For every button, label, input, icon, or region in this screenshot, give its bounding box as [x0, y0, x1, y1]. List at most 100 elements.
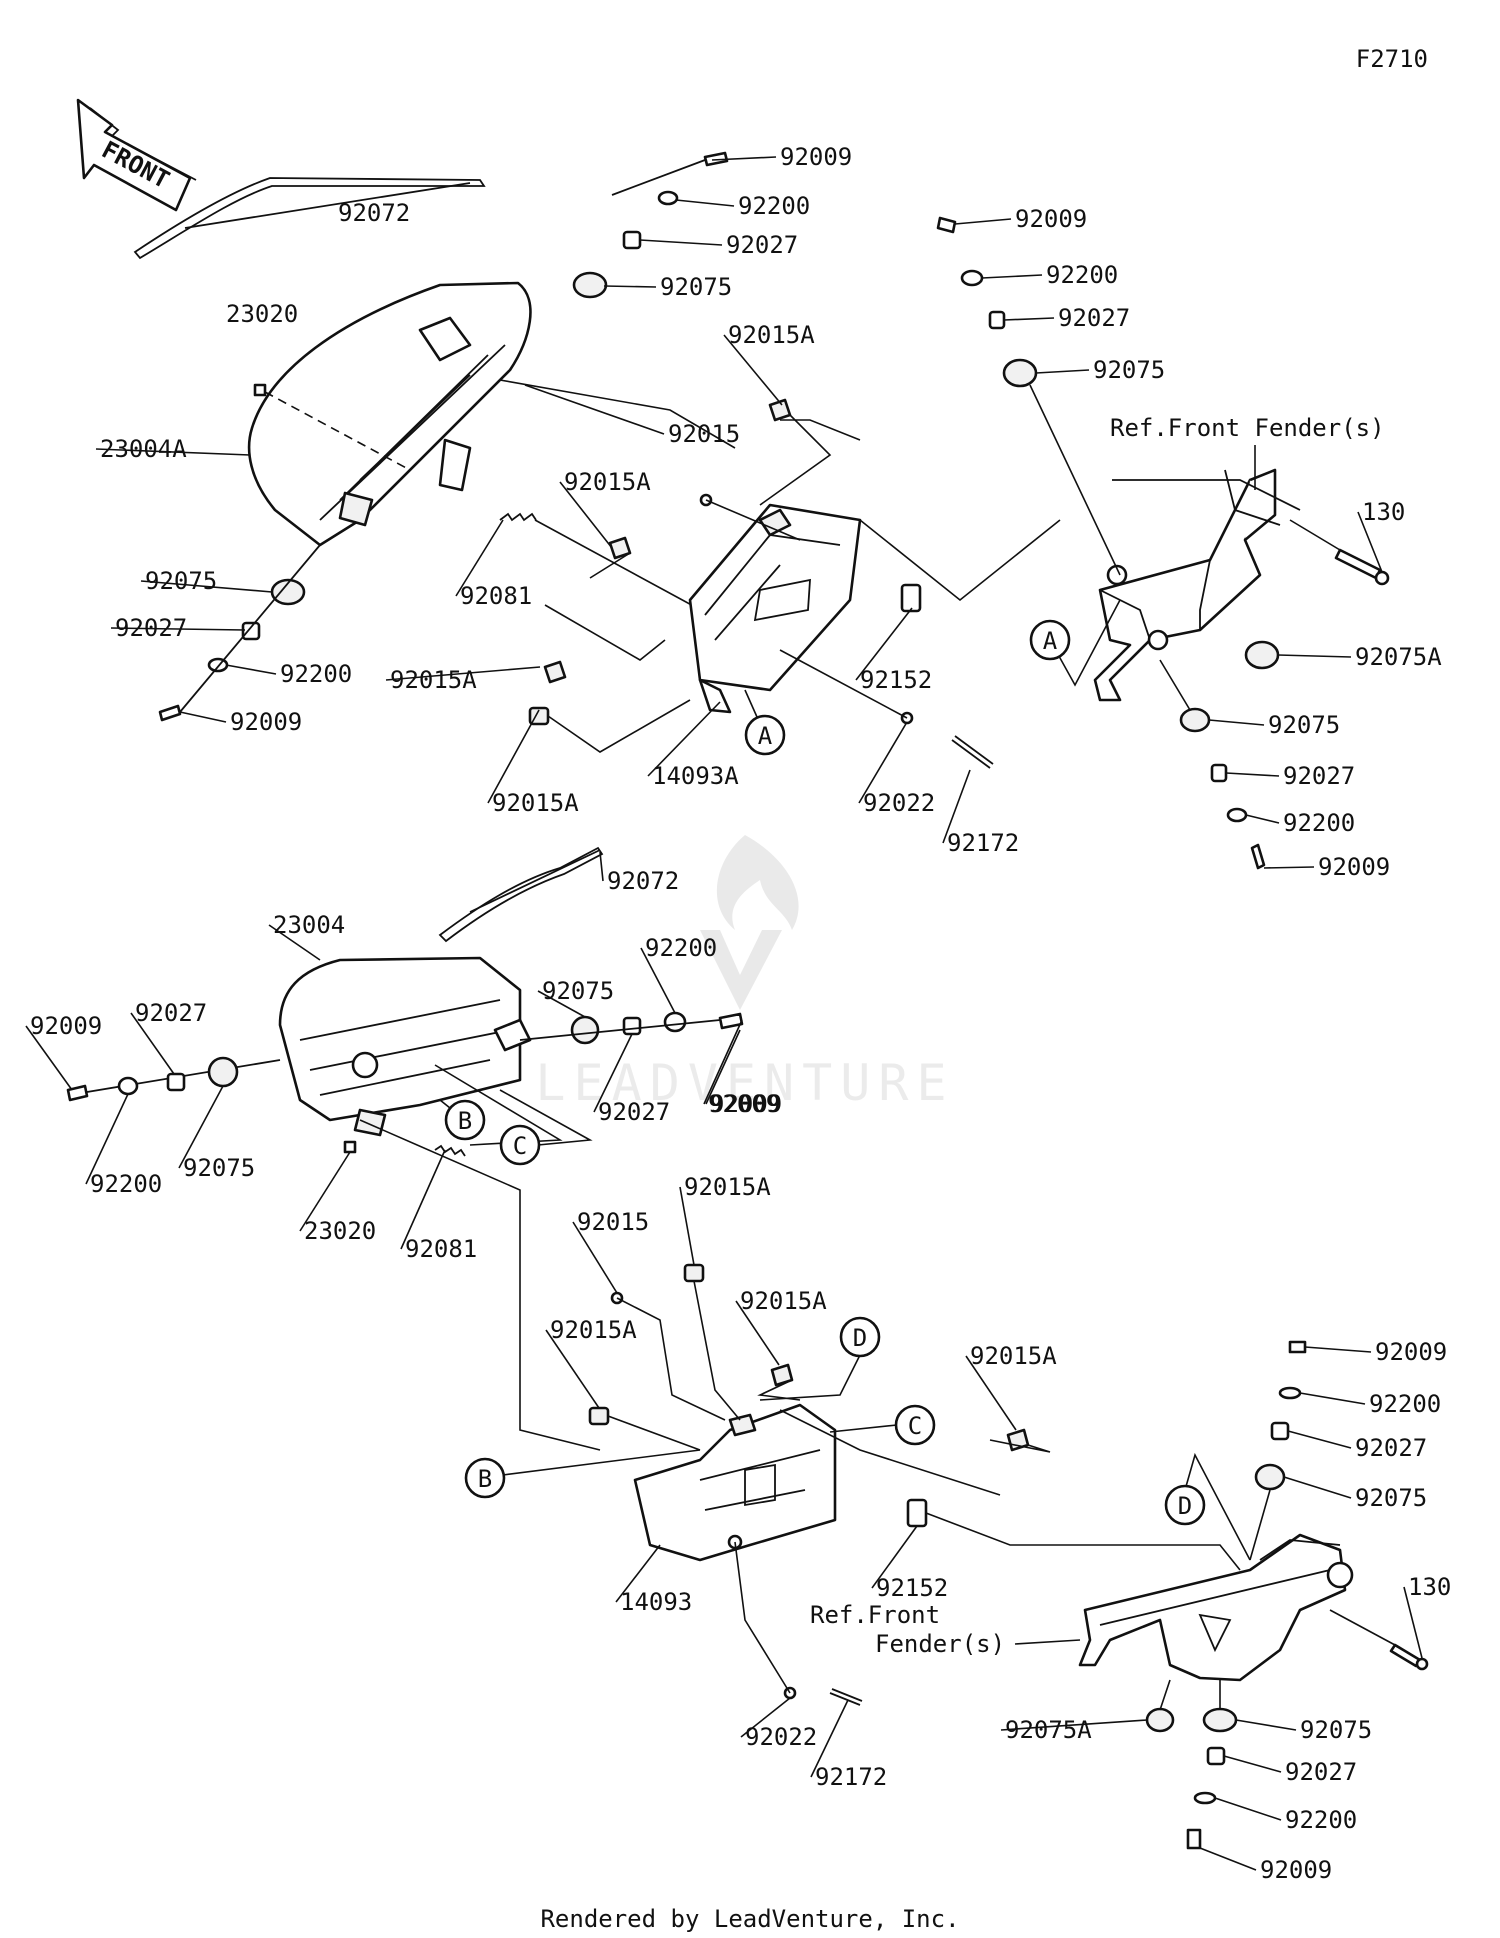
part-label-92009: 92009 — [711, 143, 852, 171]
washer-92200-a — [657, 190, 679, 206]
part-number-text: 92200 — [645, 934, 717, 962]
callout-d-2-label: D — [1178, 1492, 1192, 1520]
bolt-92009-b — [158, 704, 182, 722]
part-label-130: 130 — [1357, 498, 1405, 573]
bottom-assembly — [66, 846, 1241, 1706]
collar-92027-g — [1270, 1421, 1290, 1441]
part-label-leader — [1214, 1797, 1282, 1821]
part-number-text: 92200 — [1046, 261, 1118, 289]
bolt-92009-h — [1186, 1828, 1202, 1850]
part-number-text: 92027 — [598, 1098, 670, 1126]
part-label-92075: 92075 — [603, 273, 732, 301]
callout-b-1-label: B — [458, 1107, 472, 1135]
part-label-23004: 23004 — [268, 911, 345, 961]
part-label-92022: 92022 — [740, 1697, 817, 1751]
ref-front-fender-bottom-2: Fender(s) — [875, 1630, 1005, 1658]
callout-d-1: D — [759, 1316, 881, 1401]
part-label-leader — [400, 1149, 446, 1250]
collar-92152-bottom — [906, 1498, 928, 1528]
part-label-leader — [723, 334, 783, 406]
bolt-92009-a — [703, 151, 729, 167]
part-number-text: 23020 — [226, 300, 298, 328]
part-number-text: 92075A — [1355, 643, 1442, 671]
part-label-leader — [268, 924, 321, 961]
part-label-leader — [110, 627, 246, 631]
collar-92027-a — [622, 230, 642, 250]
part-label-leader — [1357, 511, 1383, 573]
part-label-92027: 92027 — [639, 231, 798, 259]
top-assembly — [133, 151, 1061, 769]
part-label-92075a: 92075A — [1277, 643, 1442, 671]
part-number-text: 92015A — [390, 666, 477, 694]
part-number-text: 92200 — [1369, 1390, 1441, 1418]
part-label-92072: 92072 — [599, 851, 679, 895]
part-number-text: 92015A — [684, 1173, 771, 1201]
grommet-92075-d — [1002, 358, 1038, 388]
part-label-leader — [1403, 1586, 1423, 1659]
part-label-92152: 92152 — [871, 1525, 948, 1602]
part-label-92072: 92072 — [338, 199, 410, 227]
part-label-92009: 92009 — [703, 1019, 780, 1118]
part-label-92015a: 92015A — [723, 321, 815, 406]
part-number-text: 92075 — [1300, 1716, 1372, 1744]
part-label-92015: 92015 — [524, 384, 740, 448]
part-label-leader — [385, 666, 541, 681]
part-number-text: 92015A — [728, 321, 815, 349]
part-label-92015a: 92015A — [679, 1173, 771, 1266]
part-number-text: 92081 — [405, 1235, 477, 1263]
part-number-text: 92022 — [745, 1723, 817, 1751]
part-label-92075: 92075 — [1283, 1476, 1427, 1512]
callout-c-1-label: C — [513, 1132, 527, 1160]
part-number-text: 92027 — [726, 231, 798, 259]
grommet-92075-e — [207, 1056, 239, 1088]
part-label-92200: 92200 — [1245, 809, 1355, 837]
part-label-92027: 92027 — [110, 614, 246, 642]
part-number-text: 92015A — [564, 468, 651, 496]
part-label-leader — [25, 1025, 73, 1091]
part-number-text: 92152 — [860, 666, 932, 694]
collar-92027-b — [241, 621, 261, 641]
cable-tie-bottom — [438, 846, 604, 943]
bolt-92009-c — [1250, 843, 1266, 870]
part-label-14093: 14093 — [615, 1544, 692, 1616]
clip-92015A-g — [588, 1406, 610, 1426]
part-label-92200: 92200 — [981, 261, 1118, 289]
part-label-leader — [299, 1151, 351, 1232]
part-label-leader — [179, 711, 227, 723]
part-label-leader — [85, 1093, 129, 1185]
part-number-text: 23004 — [273, 911, 345, 939]
part-label-14093a: 14093A — [647, 701, 739, 790]
grommet-92075-f — [570, 1015, 600, 1045]
part-number-text: 92009 — [710, 1090, 782, 1118]
part-number-text: 92200 — [280, 660, 352, 688]
part-label-leader — [559, 481, 613, 549]
part-label-92075: 92075 — [178, 1085, 255, 1182]
part-number-text: 92027 — [1283, 762, 1355, 790]
spring-92081-top — [499, 512, 537, 522]
part-number-text: 92075 — [1268, 711, 1340, 739]
part-label-92172: 92172 — [810, 1699, 887, 1791]
part-number-text: 92027 — [115, 614, 187, 642]
part-label-leader — [679, 1186, 695, 1266]
diagram-code: F2710 — [1356, 45, 1428, 73]
bolt-92172-top — [951, 735, 994, 769]
part-number-text: 92075 — [183, 1154, 255, 1182]
part-label-leader — [855, 607, 913, 681]
part-label-92200: 92200 — [1299, 1390, 1441, 1418]
callout-b-2: B — [464, 1449, 701, 1499]
part-label-leader — [703, 1019, 743, 1105]
part-label-92015a: 92015A — [559, 468, 651, 549]
part-label-92152: 92152 — [855, 607, 932, 694]
part-label-leader — [1304, 1346, 1372, 1353]
part-label-leader — [1277, 654, 1352, 658]
part-number-text: 14093 — [620, 1588, 692, 1616]
part-label-92200: 92200 — [640, 934, 717, 1014]
grommet-92075-a — [572, 271, 608, 299]
callout-b-1: B — [439, 1099, 486, 1141]
part-label-leader — [178, 1085, 224, 1169]
collar-92027-f — [622, 1016, 642, 1036]
part-number-text: 92027 — [1285, 1758, 1357, 1786]
part-number-text: 92200 — [738, 192, 810, 220]
part-label-92027: 92027 — [1223, 1755, 1357, 1786]
